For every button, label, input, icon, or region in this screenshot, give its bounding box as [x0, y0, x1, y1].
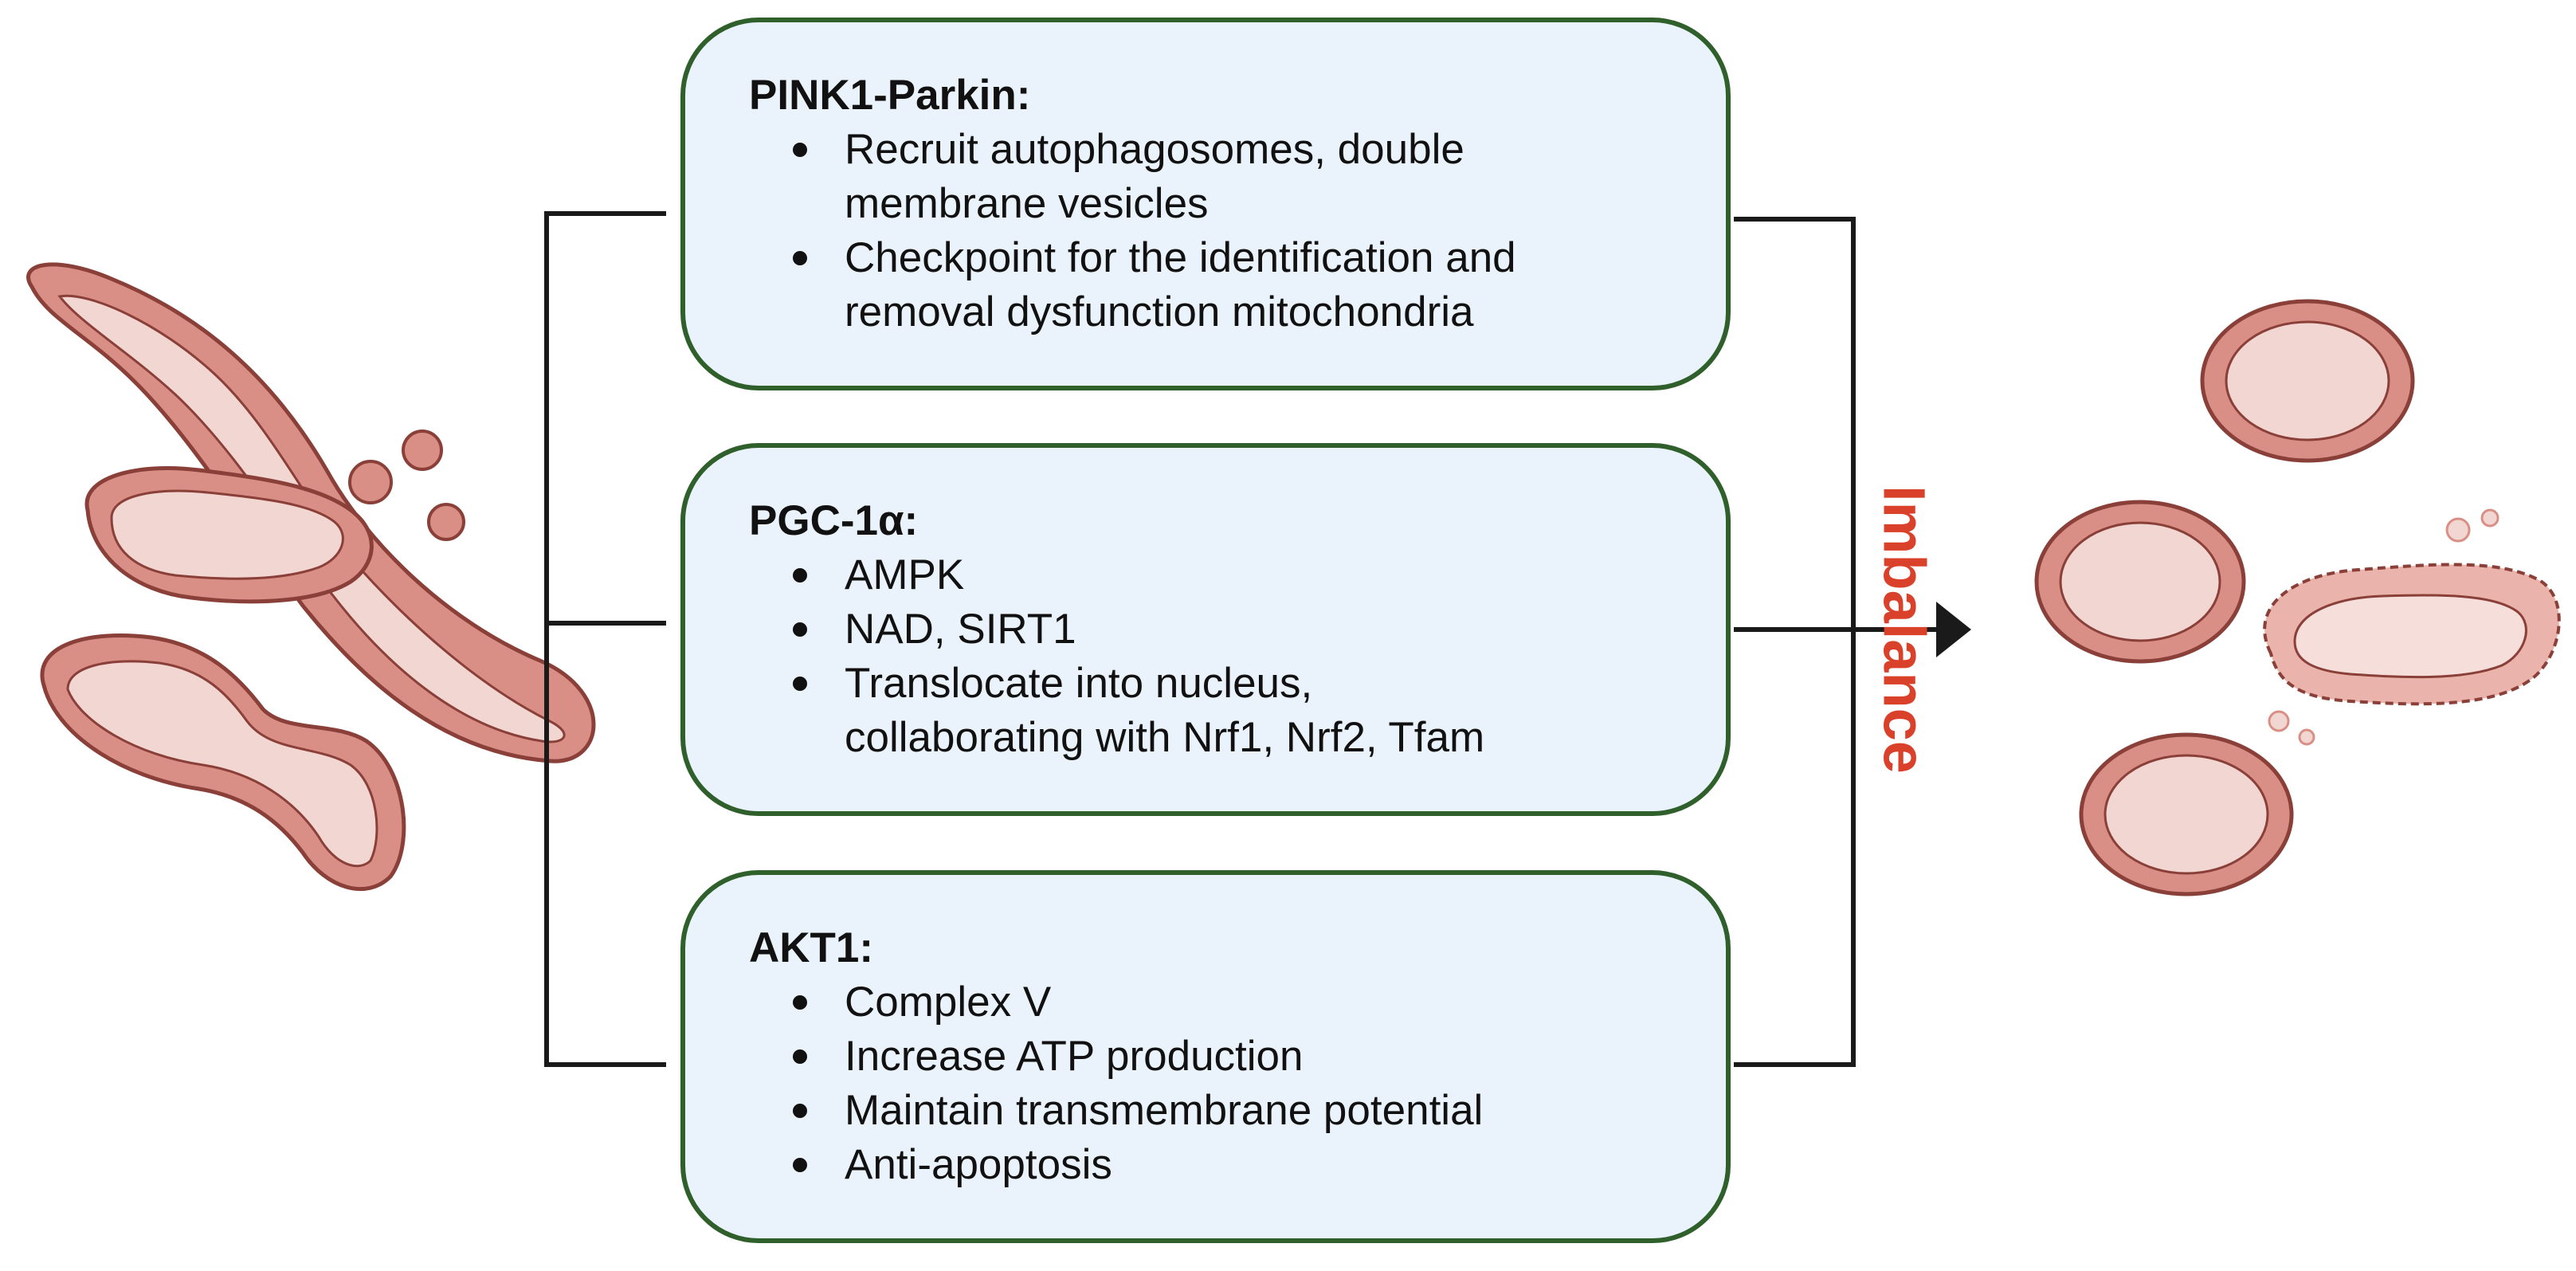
- list-item: NAD, SIRT1: [749, 602, 1678, 657]
- imbalance-label: Imbalance: [1871, 485, 1938, 774]
- box-title: PINK1-Parkin:: [749, 72, 1031, 119]
- mitochondrion-damaged: [2263, 508, 2561, 746]
- list-item: Complex V: [749, 975, 1678, 1030]
- list-item: Recruit autophagosomes, double membrane …: [749, 123, 1678, 231]
- box-list: Complex V Increase ATP production Mainta…: [749, 975, 1678, 1192]
- box-title: AKT1:: [749, 924, 874, 971]
- list-item-line: Complex V: [845, 979, 1052, 1026]
- list-item-line: membrane vesicles: [845, 180, 1209, 227]
- list-item-line: collaborating with Nrf1, Nrf2, Tfam: [845, 714, 1485, 761]
- left-mitochondria-illustration: [26, 262, 596, 891]
- mitochondrion-round-bottom: [2079, 732, 2294, 896]
- list-item: Checkpoint for the identification and re…: [749, 231, 1678, 339]
- pink1-parkin-box: PINK1-Parkin: Recruit autophagosomes, do…: [680, 18, 1731, 390]
- box-list: AMPK NAD, SIRT1 Translocate into nucleus…: [749, 548, 1678, 765]
- box-title: PGC-1α:: [749, 497, 919, 544]
- right-bracket: [1734, 217, 1856, 1067]
- right-mitochondria-illustration: [2034, 299, 2561, 896]
- list-item-line: Checkpoint for the identification and: [845, 234, 1516, 281]
- mitochondrion-bottom: [40, 634, 406, 891]
- mitochondrion-round-top: [2200, 299, 2415, 463]
- list-item-line: Translocate into nucleus,: [845, 660, 1313, 707]
- list-item: AMPK: [749, 548, 1678, 602]
- list-item: Increase ATP production: [749, 1030, 1678, 1084]
- vesicle: [402, 430, 443, 471]
- mitochondrion-middle: [84, 466, 374, 604]
- list-item-line: Anti-apoptosis: [845, 1141, 1112, 1188]
- akt1-box: AKT1: Complex V Increase ATP production …: [680, 870, 1731, 1243]
- pgc-1a-box: PGC-1α: AMPK NAD, SIRT1 Translocate into…: [680, 443, 1731, 816]
- list-item-line: Recruit autophagosomes, double: [845, 126, 1464, 173]
- list-item-line: Maintain transmembrane potential: [845, 1087, 1484, 1134]
- list-item-line: NAD, SIRT1: [845, 606, 1076, 653]
- left-bracket: [544, 211, 666, 1067]
- list-item: Translocate into nucleus, collaborating …: [749, 657, 1678, 765]
- list-item: Anti-apoptosis: [749, 1138, 1678, 1192]
- list-item-line: Increase ATP production: [845, 1033, 1304, 1080]
- list-item-line: AMPK: [845, 551, 965, 598]
- arrow-head-icon: [1936, 602, 1971, 657]
- list-item: Maintain transmembrane potential: [749, 1084, 1678, 1138]
- connectors: [544, 211, 1936, 1067]
- vesicle: [348, 460, 393, 504]
- list-item-line: removal dysfunction mitochondria: [845, 288, 1474, 335]
- vesicle: [427, 503, 465, 541]
- box-list: Recruit autophagosomes, double membrane …: [749, 123, 1678, 339]
- mitochondrion-round-left: [2034, 500, 2246, 664]
